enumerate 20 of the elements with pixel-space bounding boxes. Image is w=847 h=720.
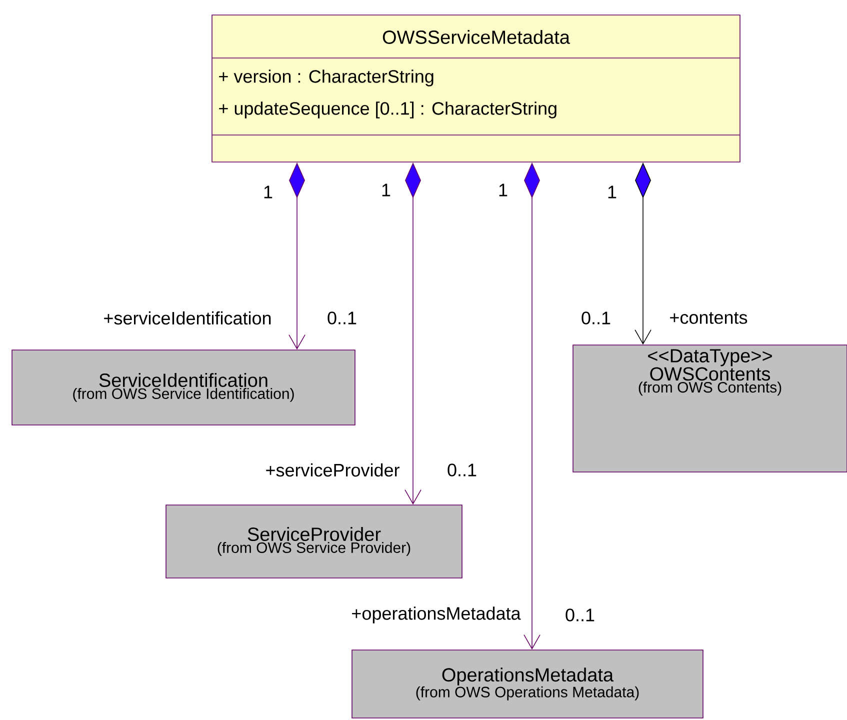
attribute-text: + updateSequence [0..1] : CharacterString [219,102,556,118]
attribute-text: + version : CharacterString [219,70,434,86]
role-label: +operationsMetadata [352,606,521,624]
class-name: OWSServiceMetadata [382,30,570,44]
class-box: ServiceProvider (from OWS Service Provider) [166,504,462,578]
multiplicity-label: 0..1 [328,312,356,324]
class-box: <<DataType>> OWSContents (from OWS Contents) [572,344,847,472]
class-box: OperationsMetadata (from OWS Operations Metadata) [352,650,704,718]
role-label: +serviceProvider [266,463,400,477]
multiplicity-label: 1 [382,184,390,196]
role-label: +serviceIdentification [104,311,271,325]
multiplicity-label: 1 [608,186,616,198]
class-box: ServiceIdentification (from OWS Service Identification) [12,350,356,426]
role-label: +contents [670,312,748,324]
multiplicity-label: 1 [264,186,272,198]
multiplicity-label: 0..1 [582,312,610,324]
multiplicity-label: 0..1 [448,464,476,476]
multiplicity-label: 1 [499,184,508,196]
class-box [212,14,740,162]
multiplicity-label: 0..1 [566,608,594,622]
